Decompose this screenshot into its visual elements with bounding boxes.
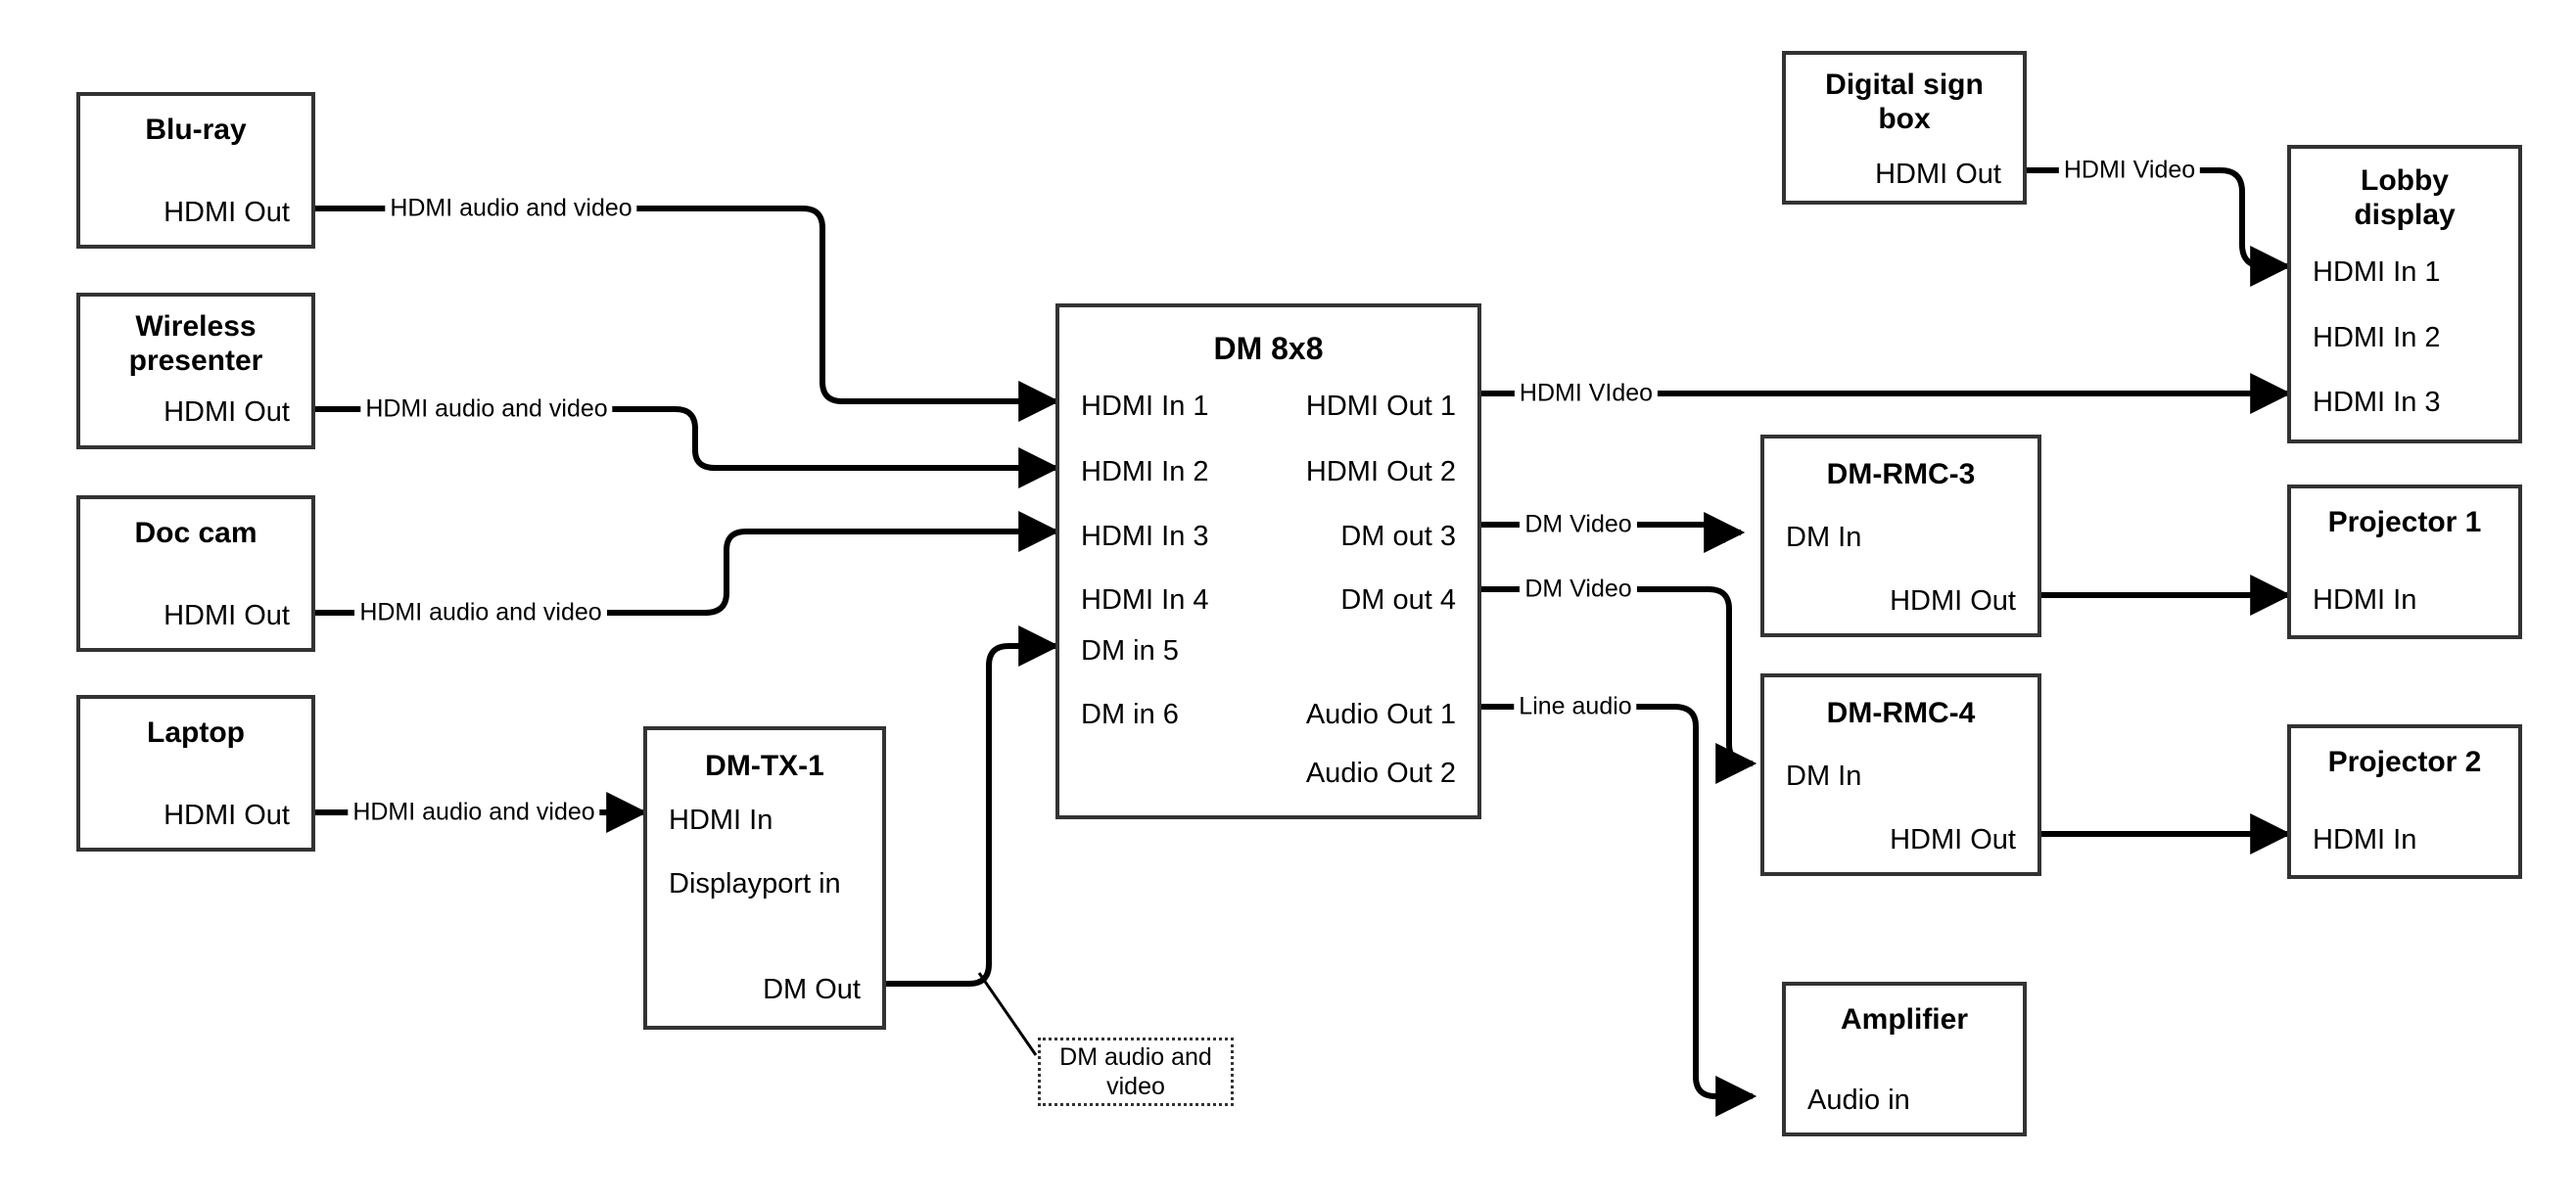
port-dm-rmc-4-hdmi-out: HDMI Out [1890,824,2016,855]
edge-label-digital-sign: HDMI Video [2058,158,2201,183]
note-dm-audio-and-video: DM audio and video [1038,1038,1234,1106]
port-dm-8x8-dm-out-3: DM out 3 [1340,521,1456,552]
port-dm-8x8-hdmi-in-3: HDMI In 3 [1081,521,1209,552]
port-dm-8x8-hdmi-in-4: HDMI In 4 [1081,584,1209,616]
port-lobby-display-hdmi-in-3: HDMI In 3 [2313,387,2441,418]
port-dm-8x8-dm-in-5: DM in 5 [1081,635,1179,667]
port-dm-tx-1-dm-out: DM Out [763,974,861,1005]
node-blu-ray[interactable]: Blu-ray HDMI Out [76,92,315,249]
port-laptop-hdmi-out: HDMI Out [164,800,290,831]
node-wireless-presenter-title-line2: presenter [128,345,263,377]
port-dm-8x8-hdmi-out-1: HDMI Out 1 [1305,391,1456,422]
node-wireless-presenter-title-line1: Wireless [135,310,257,343]
node-lobby-display-title-line2: display [2354,199,2456,231]
port-dm-8x8-dm-out-4: DM out 4 [1340,584,1456,616]
port-dm-8x8-audio-out-2: Audio Out 2 [1305,758,1456,789]
port-projector-1-hdmi-in: HDMI In [2313,584,2417,616]
port-dm-tx-1-displayport-in: Displayport in [669,868,841,900]
edge-wireless-to-dm8x8-hdmi-in-2 [315,406,1055,468]
node-dm-tx-1[interactable]: DM-TX-1 HDMI In Displayport in DM Out [643,726,886,1030]
node-digital-sign-box-title-line2: box [1878,103,1931,135]
node-projector-1-title: Projector 1 [2327,506,2482,538]
port-wireless-presenter-hdmi-out: HDMI Out [164,396,290,428]
port-dm-8x8-hdmi-out-2: HDMI Out 2 [1305,456,1456,487]
edge-label-bluray: HDMI audio and video [385,196,637,221]
node-digital-sign-box[interactable]: Digital sign box HDMI Out [1782,51,2027,205]
node-laptop[interactable]: Laptop HDMI Out [76,695,315,852]
node-amplifier[interactable]: Amplifier Audio in [1782,982,2027,1136]
port-dm-8x8-dm-in-6: DM in 6 [1081,699,1179,730]
edge-dm8x8-audio-out-1-to-amplifier [1481,704,1753,1096]
port-dm-tx-1-hdmi-in: HDMI In [669,805,773,836]
node-doc-cam-title: Doc cam [134,517,258,549]
edge-label-dm-out-3: DM Video [1520,512,1637,537]
node-dm-rmc-4[interactable]: DM-RMC-4 DM In HDMI Out [1760,673,2041,876]
edge-label-wireless-presenter: HDMI audio and video [360,396,613,422]
edge-digitalsign-to-lobby-hdmi-in-1 [2027,167,2287,266]
edge-dmtx1-to-dm8x8-dm-in-5 [886,625,1060,987]
edge-label-audio-out-1: Line audio [1514,694,1637,719]
port-lobby-display-hdmi-in-2: HDMI In 2 [2313,322,2441,353]
port-lobby-display-hdmi-in-1: HDMI In 1 [2313,256,2441,288]
node-dm-rmc-3[interactable]: DM-RMC-3 DM In HDMI Out [1760,435,2041,637]
node-digital-sign-box-title-line1: Digital sign [1825,69,1984,101]
edge-label-laptop: HDMI audio and video [348,800,600,825]
node-dm-rmc-4-title: DM-RMC-4 [1826,697,1976,729]
node-dm-tx-1-title: DM-TX-1 [705,750,824,782]
port-doc-cam-hdmi-out: HDMI Out [164,600,290,631]
port-dm-rmc-4-dm-in: DM In [1786,761,1862,792]
edge-label-doc-cam: HDMI audio and video [354,600,607,625]
node-projector-2[interactable]: Projector 2 HDMI In [2287,724,2522,879]
edge-dm8x8-dm-out-3-to-dmrmc3-dm-in [1481,525,1741,540]
node-projector-1[interactable]: Projector 1 HDMI In [2287,485,2522,639]
port-blu-ray-hdmi-out: HDMI Out [164,197,290,228]
edge-label-hdmi-out-1: HDMI VIdeo [1514,381,1659,406]
port-projector-2-hdmi-in: HDMI In [2313,824,2417,855]
port-dm-8x8-hdmi-in-2: HDMI In 2 [1081,456,1209,487]
node-wireless-presenter[interactable]: Wireless presenter HDMI Out [76,293,315,449]
edge-doccam-to-dm8x8-hdmi-in-3 [315,531,1055,616]
port-amplifier-audio-in: Audio in [1807,1085,1910,1116]
note-leader-line [977,972,1038,1056]
node-projector-2-title: Projector 2 [2327,746,2482,778]
port-dm-rmc-3-dm-in: DM In [1786,522,1862,553]
node-lobby-display[interactable]: Lobby display HDMI In 1 HDMI In 2 HDMI I… [2287,145,2522,443]
node-amplifier-title: Amplifier [1840,1003,1969,1036]
port-dm-8x8-audio-out-1: Audio Out 1 [1305,699,1456,730]
node-blu-ray-title: Blu-ray [145,114,247,146]
node-dm-8x8-title: DM 8x8 [1213,331,1324,366]
port-digital-sign-box-hdmi-out: HDMI Out [1875,159,2001,190]
edge-dm8x8-dm-out-4-to-dmrmc4-dm-in [1481,586,1753,763]
edge-bluray-to-dm8x8-hdmi-in-1 [315,206,1055,401]
node-laptop-title: Laptop [147,716,245,749]
port-dm-8x8-hdmi-in-1: HDMI In 1 [1081,391,1209,422]
node-lobby-display-title-line1: Lobby [2361,164,2449,197]
node-dm-rmc-3-title: DM-RMC-3 [1826,458,1976,490]
node-doc-cam[interactable]: Doc cam HDMI Out [76,495,315,652]
edge-label-dm-out-4: DM Video [1520,577,1637,602]
port-dm-rmc-3-hdmi-out: HDMI Out [1890,585,2016,617]
node-dm-8x8[interactable]: DM 8x8 HDMI In 1 HDMI In 2 HDMI In 3 HDM… [1055,303,1481,819]
